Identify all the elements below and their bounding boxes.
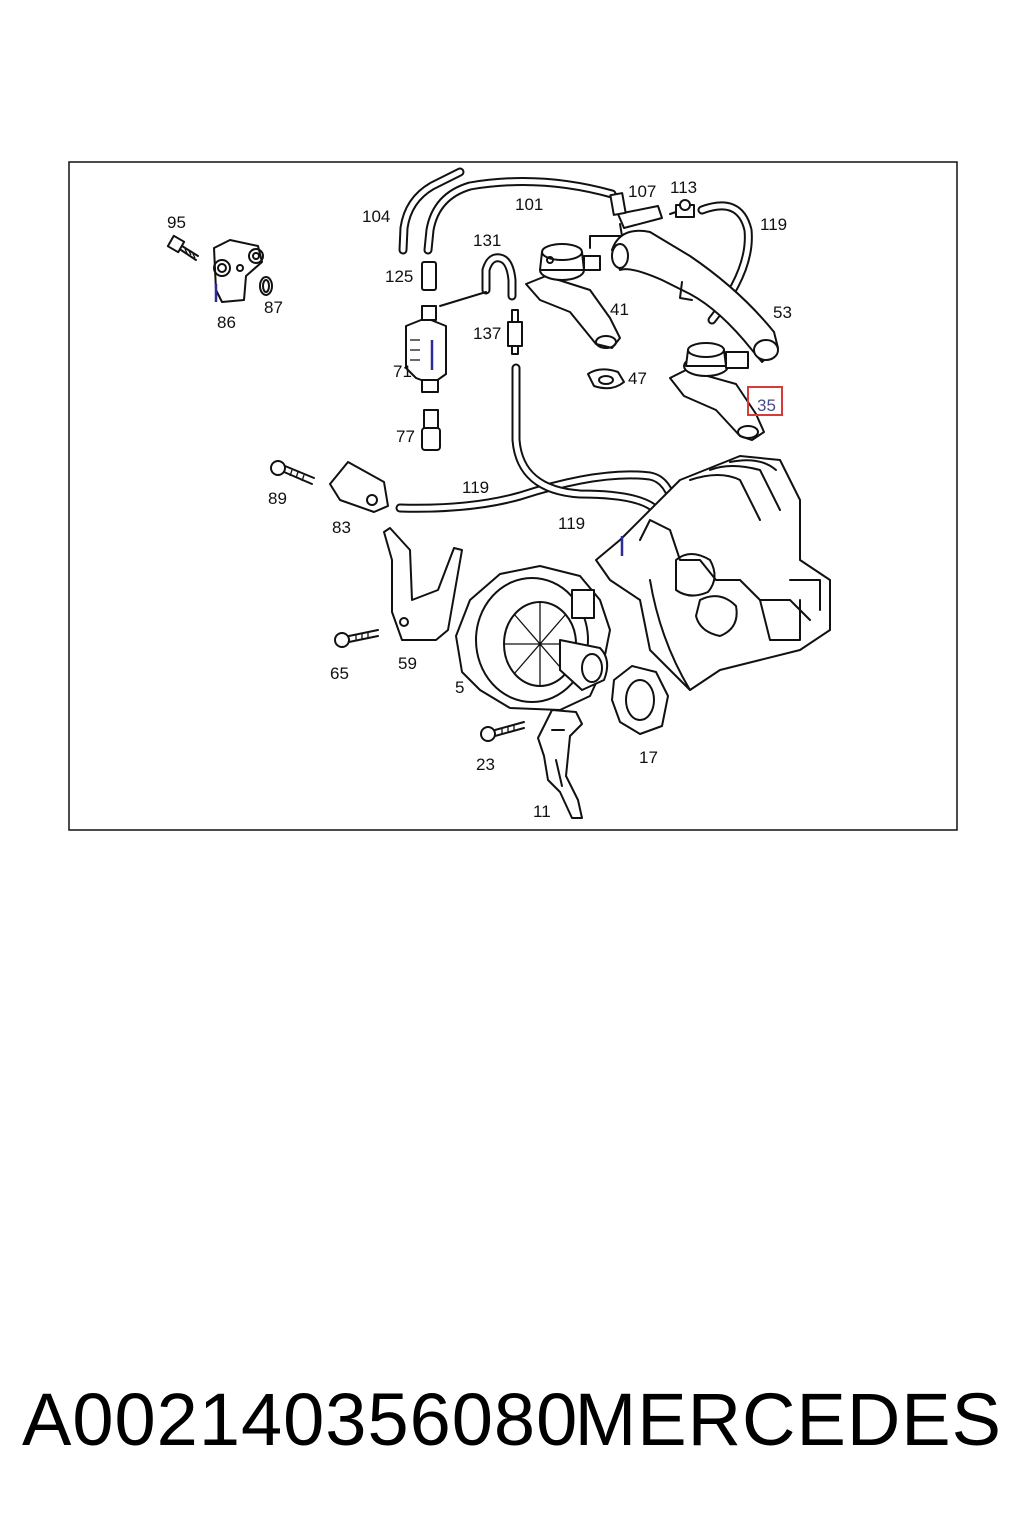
label-137: 137 — [473, 324, 501, 343]
footer: A002140356080 MERCEDES — [0, 1372, 1024, 1482]
part-23-bolt[interactable] — [480, 721, 525, 742]
part-65-bolt[interactable] — [334, 629, 379, 648]
part-17-rubber-mount[interactable] — [611, 665, 669, 735]
part-119-hose-lower[interactable] — [511, 363, 665, 535]
label-17: 17 — [639, 748, 658, 767]
part-41-switchover-valve[interactable] — [525, 243, 621, 349]
label-131: 131 — [473, 231, 501, 250]
label-86: 86 — [217, 313, 236, 332]
part-131-u-hose[interactable] — [481, 253, 517, 301]
part-87-o-ring[interactable] — [259, 276, 273, 296]
part-5-air-pump[interactable] — [455, 565, 611, 711]
label-41: 41 — [610, 300, 629, 319]
label-119-middle: 119 — [462, 478, 489, 497]
part-83-holder[interactable] — [329, 461, 389, 513]
label-5: 5 — [455, 678, 464, 697]
brand-name: MERCEDES — [574, 1378, 1002, 1461]
label-59: 59 — [398, 654, 417, 673]
label-107: 107 — [628, 182, 656, 201]
label-35: 35 — [757, 396, 776, 415]
part-137-connector[interactable] — [507, 309, 523, 355]
label-65: 65 — [330, 664, 349, 683]
label-119-lower: 119 — [558, 514, 585, 533]
label-87: 87 — [264, 298, 283, 317]
highlight-box-35 — [747, 386, 783, 416]
part-71-solenoid-valve[interactable] — [405, 291, 487, 393]
label-95: 95 — [167, 213, 186, 232]
label-89: 89 — [268, 489, 287, 508]
label-53: 53 — [773, 303, 792, 322]
part-47-gasket[interactable] — [587, 368, 625, 390]
label-83: 83 — [332, 518, 351, 537]
part-95-bolt[interactable] — [166, 234, 199, 261]
part-77-sleeve[interactable] — [421, 409, 441, 451]
label-71: 71 — [393, 362, 412, 381]
part-53-air-pipe[interactable] — [611, 229, 779, 363]
part-119-hose-middle[interactable] — [395, 470, 683, 535]
diagram-frame — [68, 161, 958, 831]
parts-diagram: 95 86 87 104 101 107 113 119 125 131 41 … — [68, 161, 958, 831]
part-35-air-injection-valve[interactable] — [669, 342, 765, 441]
label-47: 47 — [628, 369, 647, 388]
label-125: 125 — [385, 267, 413, 286]
label-113: 113 — [670, 178, 697, 197]
part-89-bolt[interactable] — [270, 460, 315, 485]
part-107-t-connector[interactable] — [589, 192, 663, 249]
part-104-hose[interactable] — [398, 167, 465, 255]
intake-manifold-assembly — [595, 455, 831, 691]
part-number: A002140356080 — [22, 1378, 579, 1461]
part-59-bracket[interactable] — [383, 527, 463, 641]
part-11-bracket[interactable] — [537, 709, 583, 819]
label-77: 77 — [396, 427, 415, 446]
label-119-top: 119 — [760, 215, 787, 234]
part-86-valve-block[interactable] — [213, 239, 264, 303]
part-125-sleeve[interactable] — [421, 261, 437, 291]
part-113-fitting[interactable] — [669, 199, 695, 218]
label-101: 101 — [515, 195, 543, 214]
label-23: 23 — [476, 755, 495, 774]
label-11: 11 — [533, 802, 551, 821]
label-104: 104 — [362, 207, 390, 226]
part-101-hose[interactable] — [423, 177, 617, 255]
